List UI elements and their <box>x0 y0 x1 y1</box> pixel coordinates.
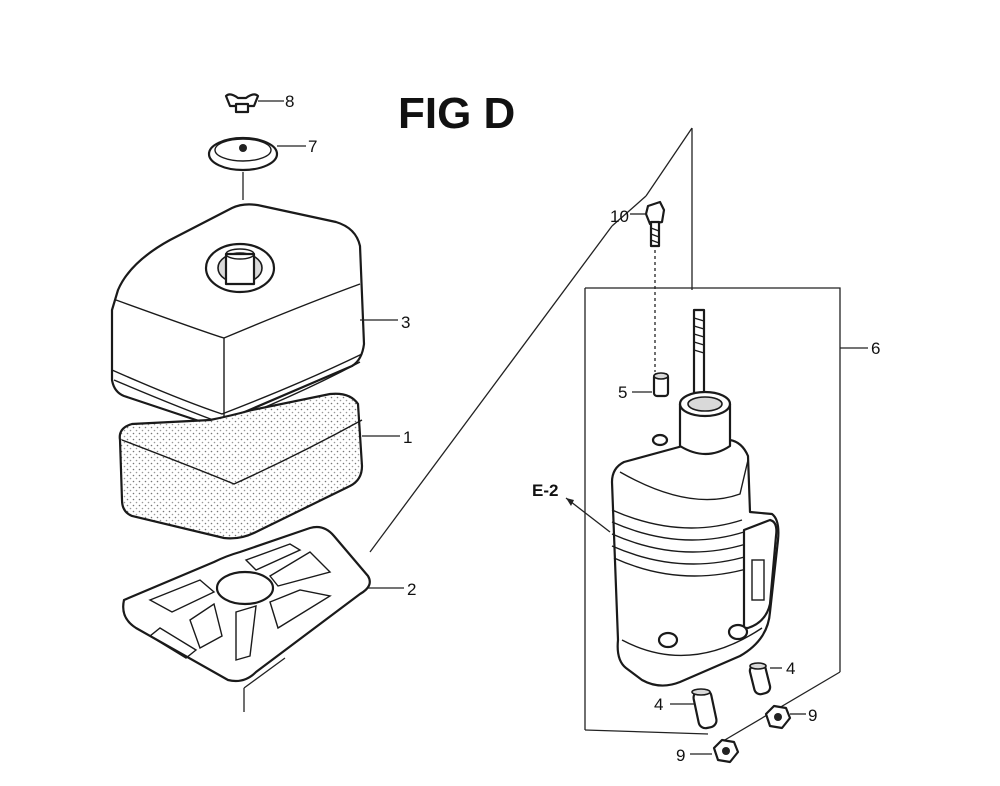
part-10-bolt <box>644 200 666 248</box>
part-9-nut-right <box>764 704 792 730</box>
part-4-dowel-left <box>691 688 718 730</box>
part-7-cover-washer <box>207 136 279 172</box>
part-9-nut-left <box>712 738 740 764</box>
connector-line-long <box>369 225 613 553</box>
callout-2: 2 <box>407 580 416 599</box>
part-5-dowel-sleeve <box>652 372 670 398</box>
guide-line-top <box>645 127 693 197</box>
callout-9b: 9 <box>808 706 817 725</box>
part-2-base-grid <box>122 525 371 683</box>
callout-4a: 4 <box>654 695 663 714</box>
callout-8: 8 <box>285 92 294 111</box>
part-3-air-cleaner-cover <box>110 203 366 425</box>
callout-9a: 9 <box>676 746 685 765</box>
part-4-dowel-right <box>748 662 772 696</box>
bracket-6 <box>585 287 841 672</box>
axis-line-bottom-diag <box>243 657 286 689</box>
callout-6: 6 <box>871 339 880 358</box>
connector-line-short <box>611 195 647 227</box>
part-8-wing-nut <box>224 93 260 114</box>
figure-title: FIG D <box>398 89 515 138</box>
callout-3: 3 <box>401 313 410 332</box>
leader-e2 <box>565 497 611 533</box>
callout-4b: 4 <box>786 659 795 678</box>
part-6-elbow-housing <box>610 390 780 687</box>
callout-1: 1 <box>403 428 412 447</box>
reference-e2: E-2 <box>532 481 558 500</box>
callout-10: 10 <box>610 207 629 226</box>
callout-7: 7 <box>308 137 317 156</box>
callout-5: 5 <box>618 383 627 402</box>
leader-e2-arrow <box>566 498 574 506</box>
bracket-bottom <box>584 729 709 735</box>
part-1-foam-element <box>118 392 364 540</box>
